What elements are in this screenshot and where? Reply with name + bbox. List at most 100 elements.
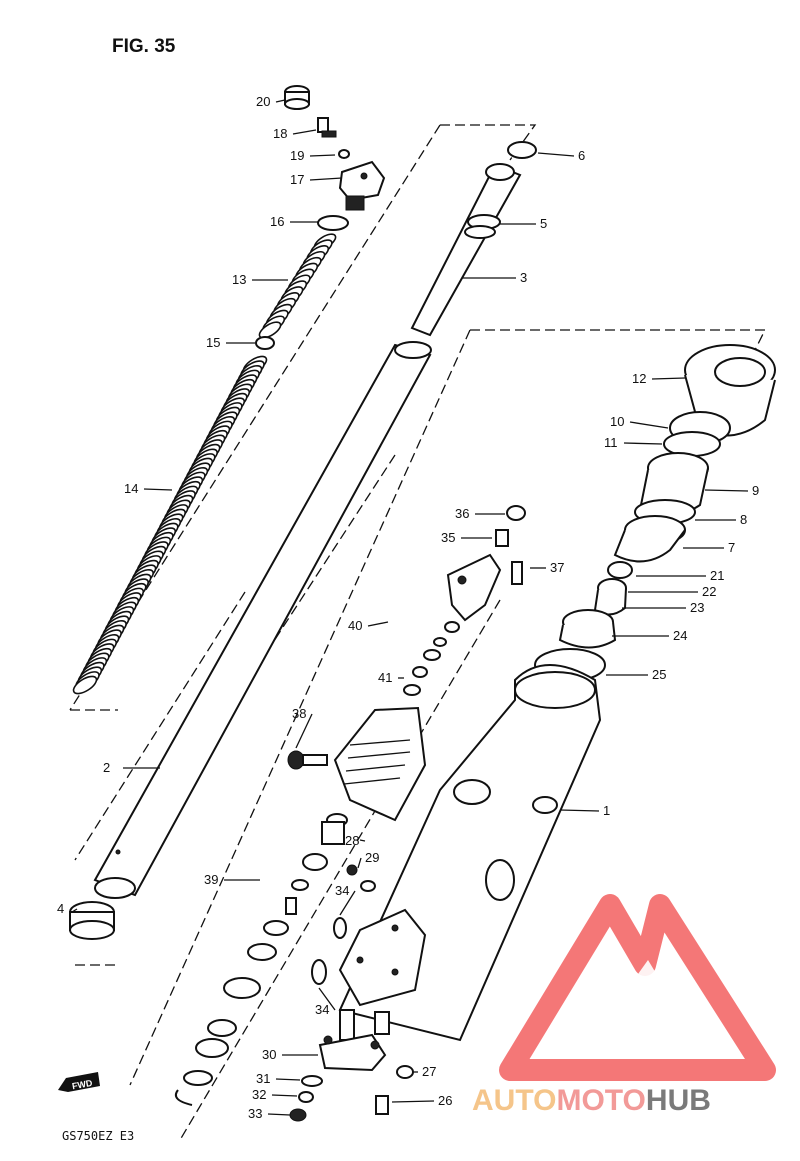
- valve-body-40: [446, 553, 502, 622]
- washer-32: [298, 1091, 314, 1103]
- leader-line: [629, 421, 669, 429]
- callout-label: 32: [252, 1087, 266, 1102]
- plug-36: [506, 505, 526, 521]
- callout-label: 11: [604, 435, 618, 450]
- figure-title: FIG. 35: [112, 36, 176, 57]
- callout-label: 31: [256, 1071, 270, 1086]
- drain-bolt-26: [375, 1095, 389, 1115]
- washer-27: [396, 1065, 414, 1079]
- anti-dive-housing: [333, 706, 427, 822]
- leader-line: [623, 442, 663, 445]
- callout-label: 19: [290, 148, 304, 163]
- callout-label: 41: [378, 670, 392, 685]
- bolt-38: [287, 750, 328, 770]
- callout-label: 27: [422, 1064, 436, 1079]
- leader-line: [271, 1094, 298, 1097]
- damper-rod-3: [410, 163, 522, 337]
- seal-6: [507, 141, 537, 159]
- callout-label: 1: [603, 803, 610, 818]
- leader-line: [537, 152, 575, 157]
- callout-label: 24: [673, 628, 687, 643]
- leader-line: [704, 489, 749, 492]
- leader-line: [143, 488, 173, 491]
- callout-label: 15: [206, 335, 220, 350]
- inner-tube-2: [93, 341, 432, 899]
- o-ring-19: [338, 149, 350, 159]
- damper-piston-stack: [174, 853, 328, 1106]
- screw-37: [511, 561, 523, 585]
- watermark-text: AUTOMOTOHUB: [472, 1084, 711, 1117]
- callout-label: 2: [103, 760, 110, 775]
- cap-bolt-17: [338, 160, 386, 211]
- washer-15: [255, 336, 275, 350]
- callout-label: 9: [752, 483, 759, 498]
- callout-labels: 2018191716131514653121011987212223242536…: [57, 94, 759, 1121]
- group-outline-left: [69, 124, 767, 1141]
- callout-label: 4: [57, 901, 64, 916]
- callout-label: 6: [578, 148, 585, 163]
- callout-label: 39: [204, 872, 218, 887]
- callout-label: 21: [710, 568, 724, 583]
- leader-line: [275, 99, 286, 103]
- callout-label: 8: [740, 512, 747, 527]
- spring-coil: [72, 675, 98, 695]
- callout-label: 37: [550, 560, 564, 575]
- callout-label: 14: [124, 481, 138, 496]
- screw-29: [346, 864, 376, 892]
- callout-label: 30: [262, 1047, 276, 1062]
- leader-line: [339, 890, 356, 916]
- callout-label: 20: [256, 94, 270, 109]
- callout-label: 29: [365, 850, 379, 865]
- washer-31: [301, 1075, 323, 1087]
- leader-line: [295, 713, 313, 749]
- model-code: GS750EZ E3: [62, 1129, 134, 1143]
- cap-20: [284, 85, 310, 110]
- leader-line: [651, 377, 686, 380]
- ring-21: [607, 561, 633, 579]
- leader-line: [391, 1100, 435, 1103]
- guide-metal-7: [613, 515, 686, 563]
- o-ring-16: [317, 215, 349, 231]
- axle-holder-30: [318, 1033, 387, 1072]
- callout-label: 38: [292, 706, 306, 721]
- spring-13: [258, 233, 337, 339]
- callout-label: 17: [290, 172, 304, 187]
- callout-label: 34: [315, 1002, 329, 1017]
- callout-label: 13: [232, 272, 246, 287]
- callout-label: 33: [248, 1106, 262, 1121]
- forward-arrow-icon: FWD: [58, 1072, 100, 1092]
- leader-line: [359, 839, 366, 842]
- leader-line: [309, 154, 336, 157]
- spring-coil: [258, 321, 282, 339]
- leader-line: [71, 908, 78, 913]
- seat-22-23: [593, 578, 627, 616]
- o-ring-34b: [311, 959, 327, 985]
- forward-label: FWD: [71, 1078, 93, 1091]
- watermark-logo: [499, 894, 776, 1081]
- leader-line: [267, 1113, 291, 1116]
- leader-line: [275, 1078, 301, 1081]
- leader-line: [309, 177, 343, 181]
- outer-tube-1: [338, 664, 602, 1042]
- seal-24: [558, 609, 617, 649]
- air-valve-18: [317, 117, 337, 138]
- callout-label: 25: [652, 667, 666, 682]
- callout-label: 22: [702, 584, 716, 599]
- leader-line: [559, 809, 600, 812]
- leader-line: [357, 857, 362, 869]
- callout-label: 3: [520, 270, 527, 285]
- fork-spring-14: [72, 355, 268, 695]
- callout-label: 18: [273, 126, 287, 141]
- callout-label: 23: [690, 600, 704, 615]
- nut-33: [289, 1108, 307, 1122]
- leader-line: [367, 621, 389, 627]
- o-ring-34a: [333, 917, 347, 939]
- valve-parts-41: [403, 621, 460, 696]
- callout-label: 40: [348, 618, 362, 633]
- leader-line: [318, 987, 336, 1011]
- piston-28: [321, 813, 348, 845]
- bushing-4: [69, 901, 115, 940]
- callout-label: 35: [441, 530, 455, 545]
- callout-label: 36: [455, 506, 469, 521]
